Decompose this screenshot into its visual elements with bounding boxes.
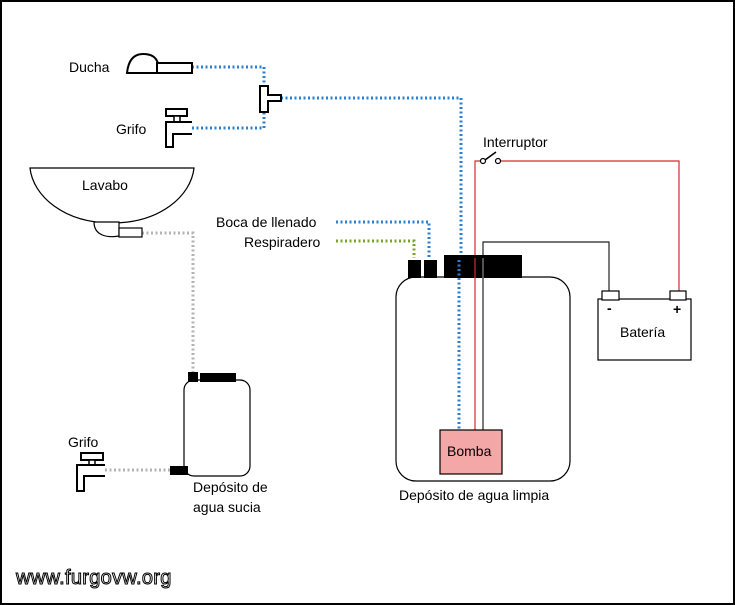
grey-water-lines xyxy=(105,231,195,472)
tap-icon-bottom xyxy=(76,452,105,492)
tap-bottom-label: Grifo xyxy=(68,434,99,450)
grey-tank-outlet xyxy=(170,466,188,475)
watermark: www.furgovw.org xyxy=(15,567,172,589)
grey-tank-label-line1: Depósito de xyxy=(193,479,268,495)
switch-contact-right xyxy=(494,157,502,165)
battery-negative-terminal xyxy=(601,290,620,301)
fill-inlet-label: Boca de llenado xyxy=(216,214,317,230)
vent-port xyxy=(408,260,421,278)
main-supply-line xyxy=(281,96,463,260)
switch-contact-left xyxy=(479,157,487,165)
electrical-wiring xyxy=(474,160,680,430)
sink-drain-line xyxy=(142,231,195,372)
shower-icon xyxy=(125,52,193,74)
pump xyxy=(439,429,503,475)
shower-supply-line xyxy=(192,65,266,86)
switch-label: Interruptor xyxy=(483,134,548,150)
tap-icon-top xyxy=(165,108,192,148)
tap-supply-line xyxy=(192,112,266,130)
battery-label: Batería xyxy=(620,324,665,340)
battery-body xyxy=(597,298,692,361)
vent-line xyxy=(336,239,416,258)
pump-label: Bomba xyxy=(447,443,492,459)
battery-negative-sign: - xyxy=(607,300,612,316)
positive-wire-battery xyxy=(498,160,680,291)
battery-positive-sign: + xyxy=(673,301,681,317)
grey-tank-body xyxy=(183,379,251,477)
positive-wire-pump xyxy=(474,160,481,430)
fill-port xyxy=(424,260,437,278)
t-junction xyxy=(259,85,282,113)
tap-top-label: Grifo xyxy=(116,121,147,137)
vent-label: Respiradero xyxy=(244,234,320,250)
clean-water-lines xyxy=(192,65,463,432)
battery xyxy=(597,290,692,361)
switch-lever xyxy=(484,151,497,161)
grey-tank-label-line2: agua sucia xyxy=(193,499,261,515)
switch xyxy=(479,151,502,165)
negative-wire xyxy=(482,241,610,430)
grey-water-tank xyxy=(170,372,251,477)
sink-icon xyxy=(29,167,195,238)
fill-inlet-line xyxy=(336,220,431,258)
clean-tank-label: Depósito de agua limpia xyxy=(399,487,549,503)
sink-label: Lavabo xyxy=(82,177,128,193)
grey-tank-inlet xyxy=(188,372,198,382)
grey-tank-cap xyxy=(200,373,236,382)
shower-label: Ducha xyxy=(69,59,110,75)
battery-positive-terminal xyxy=(669,290,687,301)
